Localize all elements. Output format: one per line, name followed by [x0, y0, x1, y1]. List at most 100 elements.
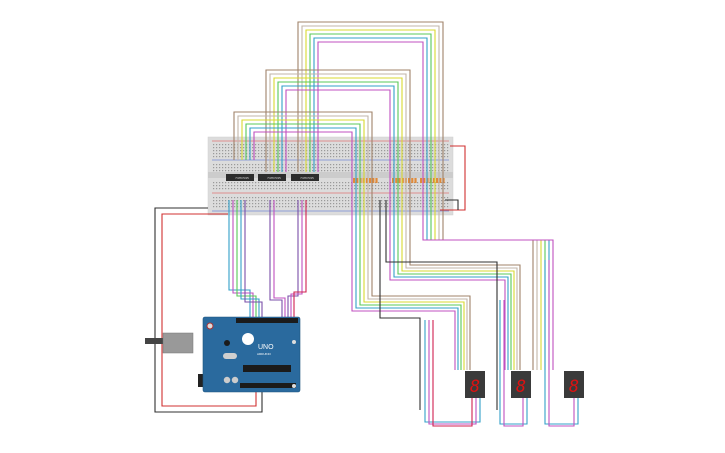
- breadboard-hole: [414, 206, 416, 208]
- wire[interactable]: [249, 127, 459, 370]
- wire[interactable]: [281, 85, 509, 370]
- breadboard-hole: [399, 144, 401, 146]
- wire[interactable]: [293, 200, 307, 318]
- breadboard-hole: [282, 170, 284, 172]
- breadboard-hole: [429, 170, 431, 172]
- wire[interactable]: [232, 200, 254, 318]
- shift-register-1[interactable]: 74HC595: [226, 174, 254, 181]
- breadboard-hole: [342, 200, 344, 202]
- breadboard-hole: [360, 197, 362, 199]
- wire[interactable]: [269, 73, 518, 370]
- breadboard-hole: [447, 144, 449, 146]
- wire[interactable]: [265, 69, 521, 370]
- breadboard-hole: [408, 144, 410, 146]
- breadboard-hole: [261, 182, 263, 184]
- wire[interactable]: [240, 200, 260, 318]
- breadboard-hole: [387, 153, 389, 155]
- arduino-uno-board[interactable]: UNO ARDUINO: [145, 316, 301, 393]
- wire[interactable]: [241, 119, 465, 370]
- wire[interactable]: [428, 320, 477, 425]
- seven-segment-display-3[interactable]: 8: [564, 371, 584, 398]
- breadboard-hole: [261, 150, 263, 152]
- wire[interactable]: [273, 200, 286, 318]
- breadboard-hole: [429, 144, 431, 146]
- breadboard-hole: [387, 144, 389, 146]
- breadboard-hole: [213, 203, 215, 205]
- wire[interactable]: [154, 207, 263, 413]
- mounting-hole: [292, 340, 296, 344]
- breadboard-hole: [243, 200, 245, 202]
- breadboard-hole: [261, 203, 263, 205]
- wire[interactable]: [297, 21, 534, 370]
- breadboard-hole: [420, 156, 422, 158]
- breadboard-hole: [423, 164, 425, 166]
- wire[interactable]: [233, 111, 471, 370]
- wire-bundle[interactable]: [154, 21, 579, 427]
- breadboard-hole: [324, 150, 326, 152]
- wire[interactable]: [244, 200, 263, 318]
- breadboard-hole: [378, 144, 380, 146]
- wire[interactable]: [290, 200, 303, 318]
- breadboard-hole: [264, 170, 266, 172]
- seven-segment-display-1[interactable]: 8: [465, 371, 485, 398]
- breadboard-hole: [213, 185, 215, 187]
- wire[interactable]: [440, 145, 466, 211]
- breadboard-hole: [231, 182, 233, 184]
- breadboard-hole: [432, 200, 434, 202]
- wire[interactable]: [503, 300, 524, 427]
- wire[interactable]: [285, 89, 506, 370]
- breadboard-hole: [219, 206, 221, 208]
- wire[interactable]: [317, 41, 554, 370]
- breadboard-hole: [243, 153, 245, 155]
- shift-register-2[interactable]: 74HC595: [258, 174, 286, 181]
- wire[interactable]: [245, 123, 462, 370]
- wire[interactable]: [548, 260, 575, 427]
- breadboard-hole: [309, 206, 311, 208]
- breadboard-hole: [420, 188, 422, 190]
- capacitor: [231, 376, 239, 384]
- wire[interactable]: [228, 200, 251, 318]
- wire[interactable]: [273, 77, 515, 370]
- shift-register-3[interactable]: 74HC595: [291, 174, 319, 181]
- breadboard-hole: [444, 203, 446, 205]
- seven-segment-display-2[interactable]: 8: [511, 371, 531, 398]
- breadboard-hole: [399, 200, 401, 202]
- breadboard-hole: [411, 164, 413, 166]
- breadboard-hole: [327, 197, 329, 199]
- breadboard-hole: [312, 197, 314, 199]
- wire[interactable]: [379, 200, 421, 410]
- breadboard-hole: [348, 203, 350, 205]
- wire[interactable]: [237, 115, 468, 370]
- breadboard-hole: [288, 200, 290, 202]
- wire[interactable]: [499, 300, 528, 425]
- ic-chip-label: 74HC595: [300, 176, 314, 180]
- wire[interactable]: [269, 200, 283, 318]
- breadboard-hole: [444, 170, 446, 172]
- wire[interactable]: [236, 200, 257, 318]
- reset-button[interactable]: [206, 322, 214, 330]
- wire[interactable]: [287, 200, 299, 318]
- breadboard-hole: [327, 147, 329, 149]
- wire[interactable]: [301, 25, 538, 370]
- wire[interactable]: [305, 29, 542, 370]
- breadboard-hole: [306, 182, 308, 184]
- breadboard-hole: [264, 188, 266, 190]
- wire[interactable]: [445, 199, 459, 210]
- breadboard-hole: [366, 156, 368, 158]
- breadboard[interactable]: [207, 136, 454, 216]
- breadboard-hole: [255, 144, 257, 146]
- wire[interactable]: [161, 213, 257, 407]
- wire[interactable]: [385, 200, 498, 410]
- breadboard-hole: [306, 206, 308, 208]
- wire[interactable]: [424, 320, 481, 423]
- breadboard-hole: [378, 164, 380, 166]
- wire[interactable]: [277, 81, 512, 370]
- wire[interactable]: [432, 320, 473, 427]
- breadboard-hole: [240, 197, 242, 199]
- breadboard-hole: [312, 156, 314, 158]
- breadboard-hole: [300, 188, 302, 190]
- wire[interactable]: [544, 260, 579, 425]
- wire[interactable]: [253, 131, 456, 370]
- breadboard-hole: [366, 170, 368, 172]
